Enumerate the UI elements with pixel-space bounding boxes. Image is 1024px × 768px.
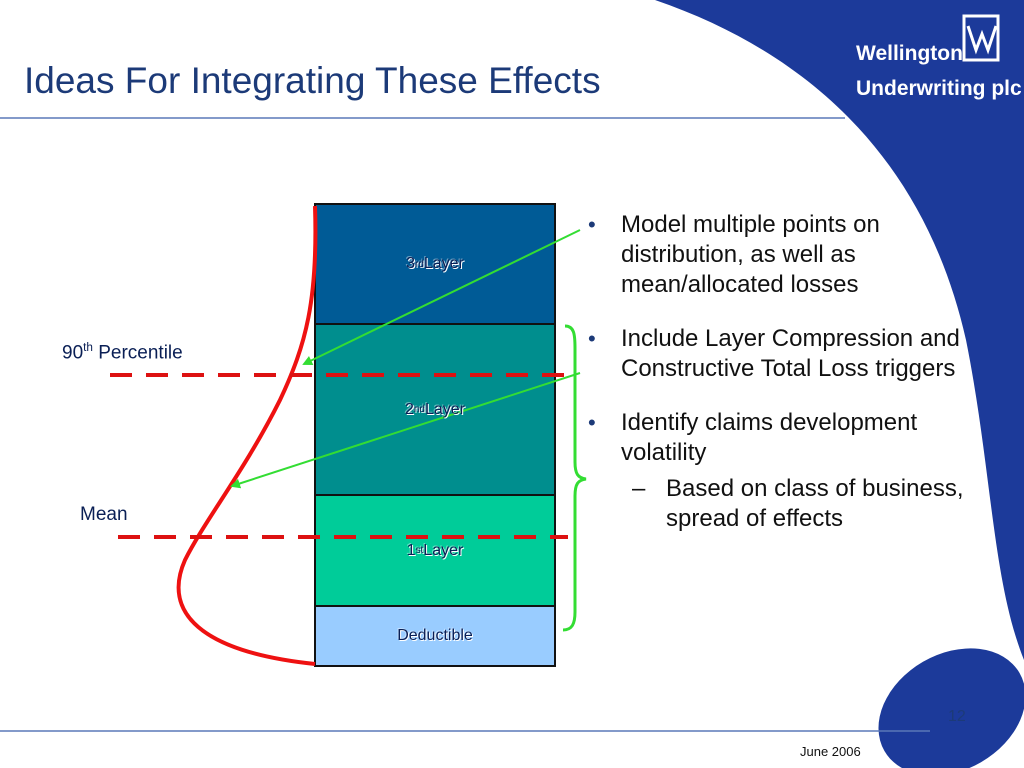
deductible-block (314, 605, 556, 667)
footer-date: June 2006 (800, 744, 861, 759)
arrow-to-mean (230, 372, 581, 489)
corner-swoosh (655, 0, 1024, 660)
logo-name-line2: Underwriting plc (856, 77, 1022, 100)
percentile-label: 90th Percentile (62, 341, 183, 364)
dash-icon: – (632, 475, 646, 502)
curly-brace (562, 324, 587, 632)
wellington-logo-icon (962, 14, 1000, 62)
layer-3-block (314, 203, 556, 325)
mean-label: Mean (80, 504, 128, 525)
slide-title: Ideas For Integrating These Effects (24, 60, 601, 101)
loss-distribution-curve (176, 205, 318, 666)
layer-1-block (314, 494, 556, 607)
deductible-label: Deductible (397, 627, 473, 644)
arrow-to-percentile (302, 229, 581, 366)
logo-name-line1: Wellington (856, 42, 963, 65)
bullet-item: •Include Layer Compression and Construct… (588, 325, 960, 382)
bullet-item: •Model multiple points on distribution, … (588, 211, 880, 298)
bullet-item: •Identify claims development volatility (588, 409, 918, 466)
bullet-icon: • (588, 410, 596, 435)
bullet-icon: • (588, 326, 596, 351)
sub-bullet-item: –Based on class of business, spread of e… (632, 475, 964, 532)
bullet-list: •Model multiple points on distribution, … (588, 210, 998, 534)
corner-oval (878, 648, 1024, 768)
page-number: 12 (948, 708, 966, 725)
bullet-icon: • (588, 212, 596, 237)
